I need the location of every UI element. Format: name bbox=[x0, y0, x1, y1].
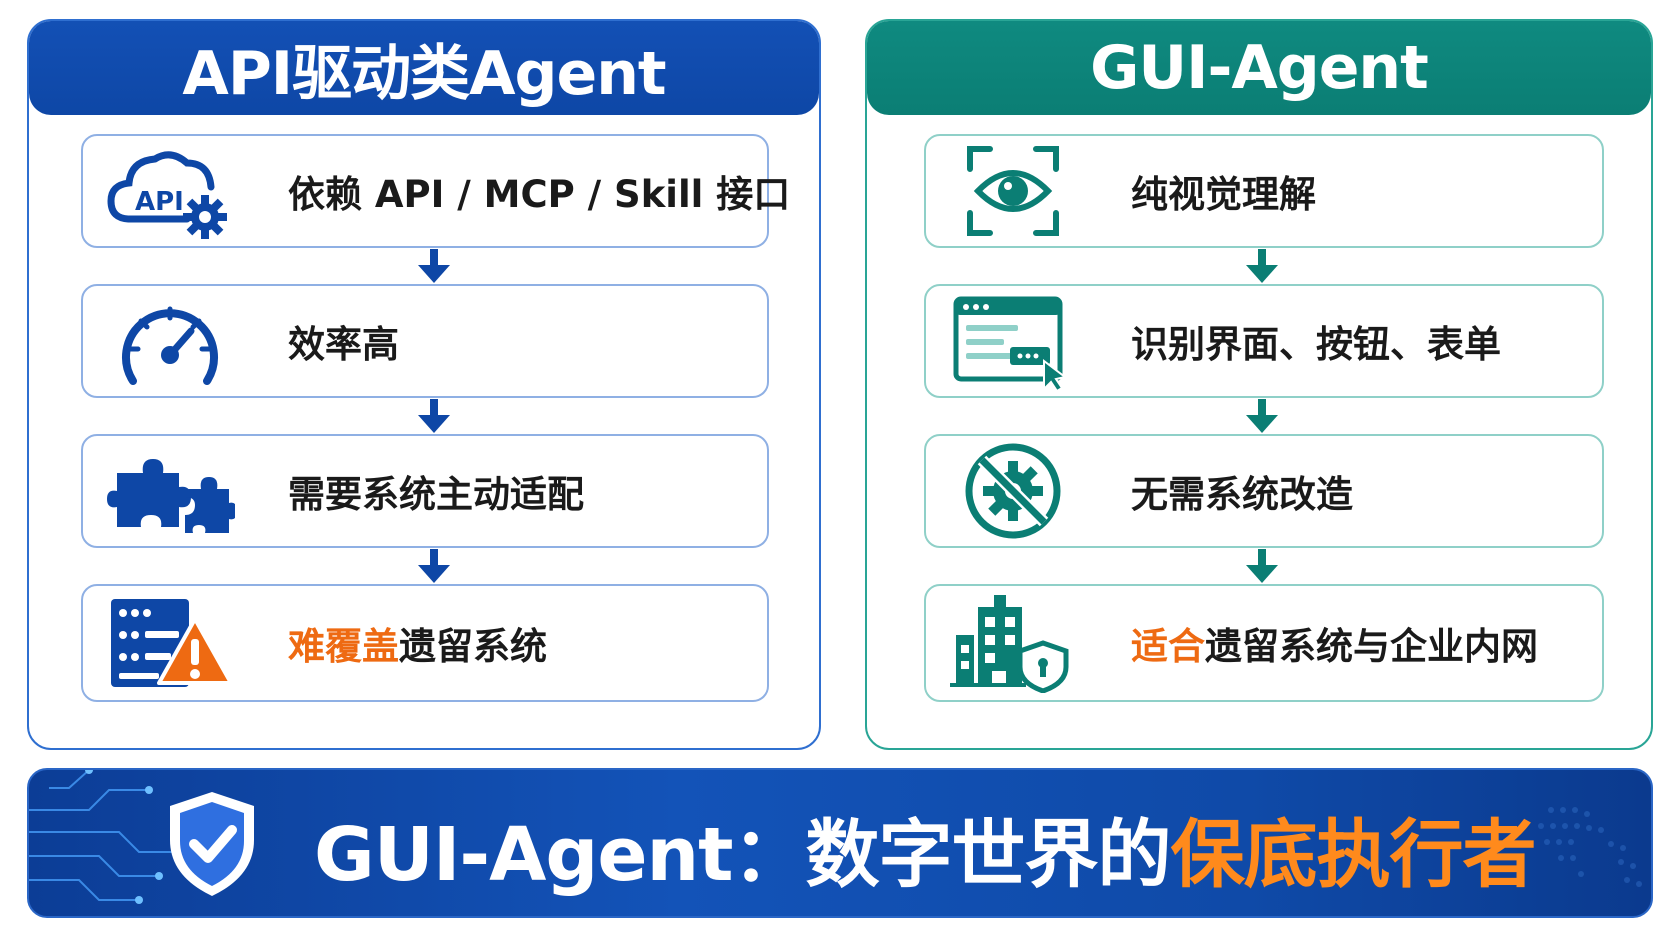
card-text: 适合遗留系统与企业内网 bbox=[1131, 616, 1538, 670]
arrow-down-icon bbox=[1246, 399, 1278, 433]
browser-click-icon bbox=[948, 291, 1078, 391]
banner-prefix: GUI-Agent：数字世界的 bbox=[314, 812, 1172, 898]
card-text-rest: 遗留系统 bbox=[399, 625, 547, 668]
card-efficiency: 效率高 bbox=[81, 284, 769, 398]
svg-text:API: API bbox=[135, 187, 184, 217]
server-warning-icon bbox=[105, 593, 235, 693]
arrow-down-icon bbox=[1246, 549, 1278, 583]
card-highlight: 适合 bbox=[1131, 625, 1205, 668]
gui-agent-panel: GUI-Agent 纯视觉理解 bbox=[865, 19, 1653, 750]
arrow-down-icon bbox=[418, 249, 450, 283]
puzzle-icon bbox=[105, 441, 235, 541]
api-agent-panel: API驱动类Agent API 依赖 API / bbox=[27, 19, 821, 750]
card-active-adaptation: 需要系统主动适配 bbox=[81, 434, 769, 548]
card-text: 纯视觉理解 bbox=[1131, 173, 1316, 216]
card-text: 效率高 bbox=[288, 323, 399, 366]
eye-scan-icon bbox=[948, 141, 1078, 241]
speedometer-icon bbox=[105, 291, 235, 391]
cloud-api-gear-icon: API bbox=[105, 141, 235, 241]
card-text-rest: 遗留系统与企业内网 bbox=[1205, 625, 1538, 668]
card-text: 依赖 API / MCP / Skill 接口 bbox=[288, 173, 791, 216]
card-highlight: 难覆盖 bbox=[288, 625, 399, 668]
building-shield-icon bbox=[948, 593, 1078, 693]
no-gear-icon bbox=[948, 441, 1078, 541]
card-recognize-ui: 识别界面、按钮、表单 bbox=[924, 284, 1604, 398]
card-text: 无需系统改造 bbox=[1131, 473, 1353, 516]
arrow-down-icon bbox=[418, 549, 450, 583]
card-text: 难覆盖遗留系统 bbox=[288, 616, 547, 670]
card-text: 识别界面、按钮、表单 bbox=[1131, 323, 1501, 366]
card-legacy-coverage: 难覆盖遗留系统 bbox=[81, 584, 769, 702]
banner-text: GUI-Agent：数字世界的保底执行者 bbox=[314, 795, 1537, 902]
conclusion-banner: GUI-Agent：数字世界的保底执行者 bbox=[27, 768, 1653, 918]
card-api-dependency: API 依赖 API / MCP / Skill 接口 bbox=[81, 134, 790, 248]
globe-decoration bbox=[1538, 807, 1642, 887]
card-text: 需要系统主动适配 bbox=[288, 473, 584, 516]
shield-check-icon bbox=[164, 788, 260, 900]
api-agent-title: API驱动类Agent bbox=[29, 21, 819, 115]
arrow-down-icon bbox=[418, 399, 450, 433]
arrow-down-icon bbox=[1246, 249, 1278, 283]
gui-agent-title: GUI-Agent bbox=[867, 21, 1651, 115]
card-visual-understanding: 纯视觉理解 bbox=[924, 134, 1604, 248]
banner-highlight: 保底执行者 bbox=[1170, 812, 1537, 898]
card-enterprise-fit: 适合遗留系统与企业内网 bbox=[924, 584, 1604, 702]
card-no-modification: 无需系统改造 bbox=[924, 434, 1604, 548]
